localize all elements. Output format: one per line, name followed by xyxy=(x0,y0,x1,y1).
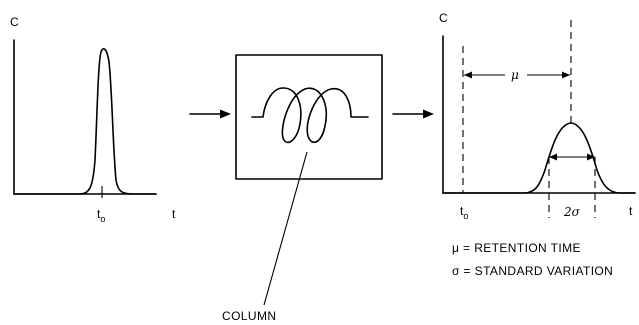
output-plot: C μ 2σ to t xyxy=(439,11,636,221)
output-t0-label: to xyxy=(460,204,468,221)
mu-arrowhead-right xyxy=(562,71,570,79)
input-pulse-peak xyxy=(13,48,157,195)
legend: μ = RETENTION TIME σ = STANDARD VARIATIO… xyxy=(452,241,613,278)
output-y-axis-label: C xyxy=(439,11,448,25)
column-block: COLUMN xyxy=(222,54,383,323)
column-pointer-line xyxy=(263,151,308,306)
column-coil-icon xyxy=(251,87,369,144)
sigma-arrowhead-right xyxy=(587,153,595,161)
output-x-axis-label: t xyxy=(629,204,633,218)
mu-arrowhead-left xyxy=(464,71,472,79)
arrow-to-output xyxy=(392,109,434,119)
output-broadened-peak xyxy=(442,122,636,194)
input-t0-label: to xyxy=(97,207,105,224)
input-y-axis-label: C xyxy=(10,15,19,29)
input-x-axis-label: t xyxy=(172,207,176,221)
mu-symbol: μ xyxy=(511,68,519,82)
column-label: COLUMN xyxy=(222,309,276,323)
legend-mu-definition: μ = RETENTION TIME xyxy=(452,241,581,255)
column-box xyxy=(235,54,383,180)
input-plot: C to t xyxy=(10,15,176,224)
legend-sigma-definition: σ = STANDARD VARIATION xyxy=(452,264,613,278)
sigma-arrowhead-left xyxy=(549,153,557,161)
sigma-width-label: 2σ xyxy=(563,205,581,219)
arrow-to-column xyxy=(189,109,231,119)
